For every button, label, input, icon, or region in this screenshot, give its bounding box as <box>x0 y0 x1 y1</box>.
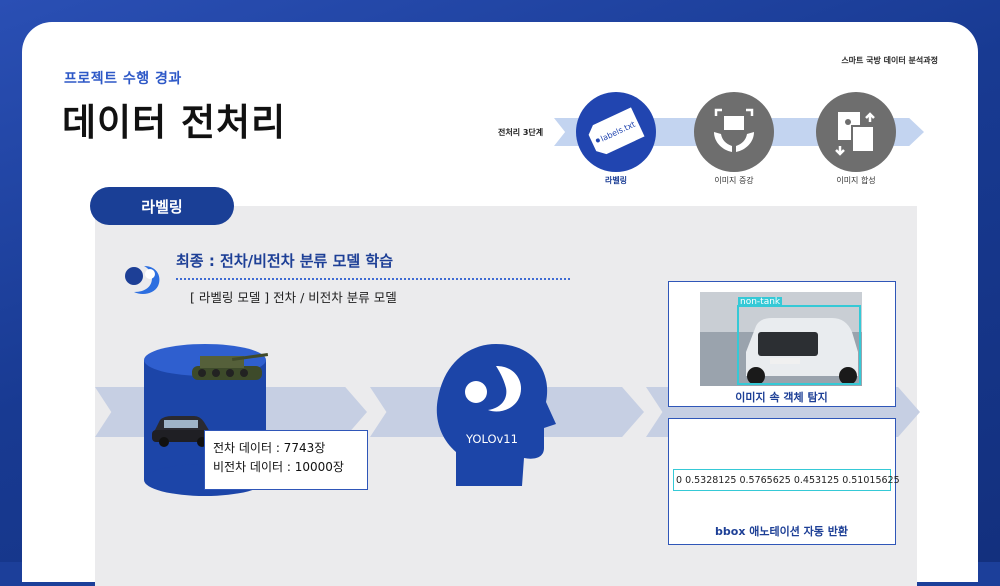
detection-caption: 이미지 속 객체 탐지 <box>735 391 828 404</box>
data-count-box: 전차 데이터 : 7743장 비전차 데이터 : 10000장 <box>204 430 368 490</box>
ai-head-icon: YOLOv11 <box>434 340 558 490</box>
non-tank-data-count: 비전차 데이터 : 10000장 <box>213 460 344 474</box>
tank-data-count: 전차 데이터 : 7743장 <box>213 441 326 455</box>
step-labeling[interactable]: labels.txt <box>576 92 656 172</box>
model-name: YOLOv11 <box>466 432 518 446</box>
heading-divider <box>176 278 570 280</box>
step-name-augmentation: 이미지 증강 <box>714 176 754 185</box>
step-augmentation[interactable] <box>694 92 774 172</box>
bbox-output-box: 0 0.5328125 0.5765625 0.453125 0.5101562… <box>668 418 900 545</box>
brand-logo-icon <box>124 262 164 298</box>
step-name-composition: 이미지 합성 <box>836 176 876 185</box>
bbox-annotation-text[interactable]: 0 0.5328125 0.5765625 0.453125 0.5101562… <box>673 469 900 491</box>
section-subtitle: 프로젝트 수행 경과 <box>64 71 182 87</box>
final-heading: 최종 : 전차/비전차 분류 모델 학습 <box>176 252 393 270</box>
step-composition[interactable] <box>816 92 896 172</box>
image-augment-icon <box>714 108 754 152</box>
slide-card: 스마트 국방 데이터 분석과정 프로젝트 수행 경과 데이터 전처리 전처리 3… <box>22 22 978 586</box>
detection-class-label: non-tank <box>738 297 783 307</box>
course-name: 스마트 국방 데이터 분석과정 <box>841 56 938 65</box>
model-description: [ 라벨링 모델 ] 전차 / 비전차 분류 모델 <box>190 290 397 305</box>
label-tag-icon: labels.txt <box>588 107 645 155</box>
detection-output-box: non-tank 이미지 속 객체 탐지 <box>668 281 896 407</box>
detection-image: non-tank <box>700 292 862 386</box>
tab-labeling[interactable]: 라벨링 <box>90 187 234 225</box>
image-compose-icon <box>835 112 875 156</box>
page-title: 데이터 전처리 <box>62 101 287 144</box>
bbox-caption: bbox 애노테이션 자동 반환 <box>715 525 848 538</box>
step-count-label: 전처리 3단계 <box>498 128 544 137</box>
step-name-labeling: 라벨링 <box>604 176 628 185</box>
